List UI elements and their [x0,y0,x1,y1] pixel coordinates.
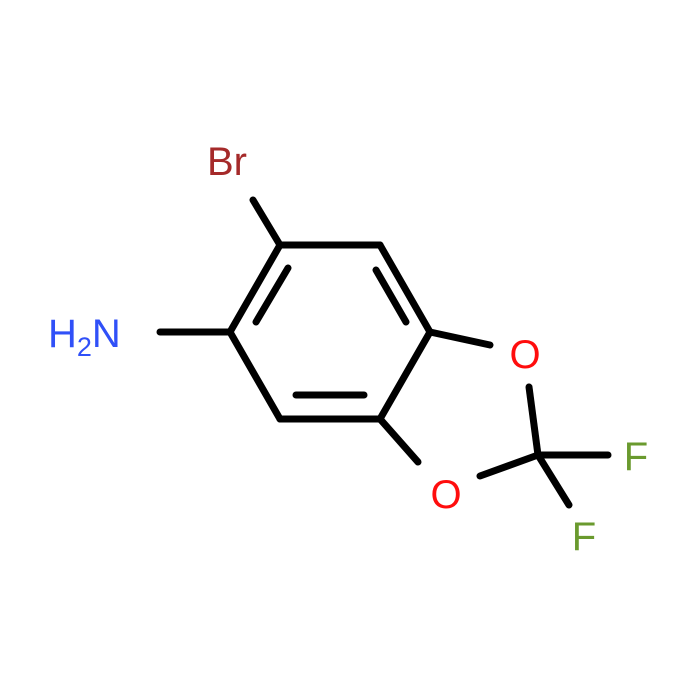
bond-o-bottom-cf2 [476,451,542,480]
bond-cf2-f-lower [534,451,573,509]
bond-c6-c1 [226,241,284,336]
bond-c3-c4 [376,328,434,423]
bond-inner-c6-c1 [252,264,292,326]
fluorine-right-label: F [624,435,648,479]
bond-c5-c6 [226,328,284,423]
bond-c2-c3 [376,241,434,336]
amine-subscript: 2 [77,332,92,362]
oxygen-bottom-label: O [430,473,461,517]
oxygen-top-label: O [509,333,540,377]
fluorine-lower-label: F [572,515,596,559]
amine-n-label: N [92,312,121,356]
bromine-label: Br [207,140,247,184]
bond-c3-o-top [426,328,494,349]
bond-c4-o-bottom [376,415,422,466]
amine-h-label: H [48,312,77,356]
bond-inner-c2-c3 [372,266,410,326]
amine-label: H2N [48,312,121,362]
bond-o-top-cf2 [525,383,542,459]
bond-c1-br [249,196,284,249]
